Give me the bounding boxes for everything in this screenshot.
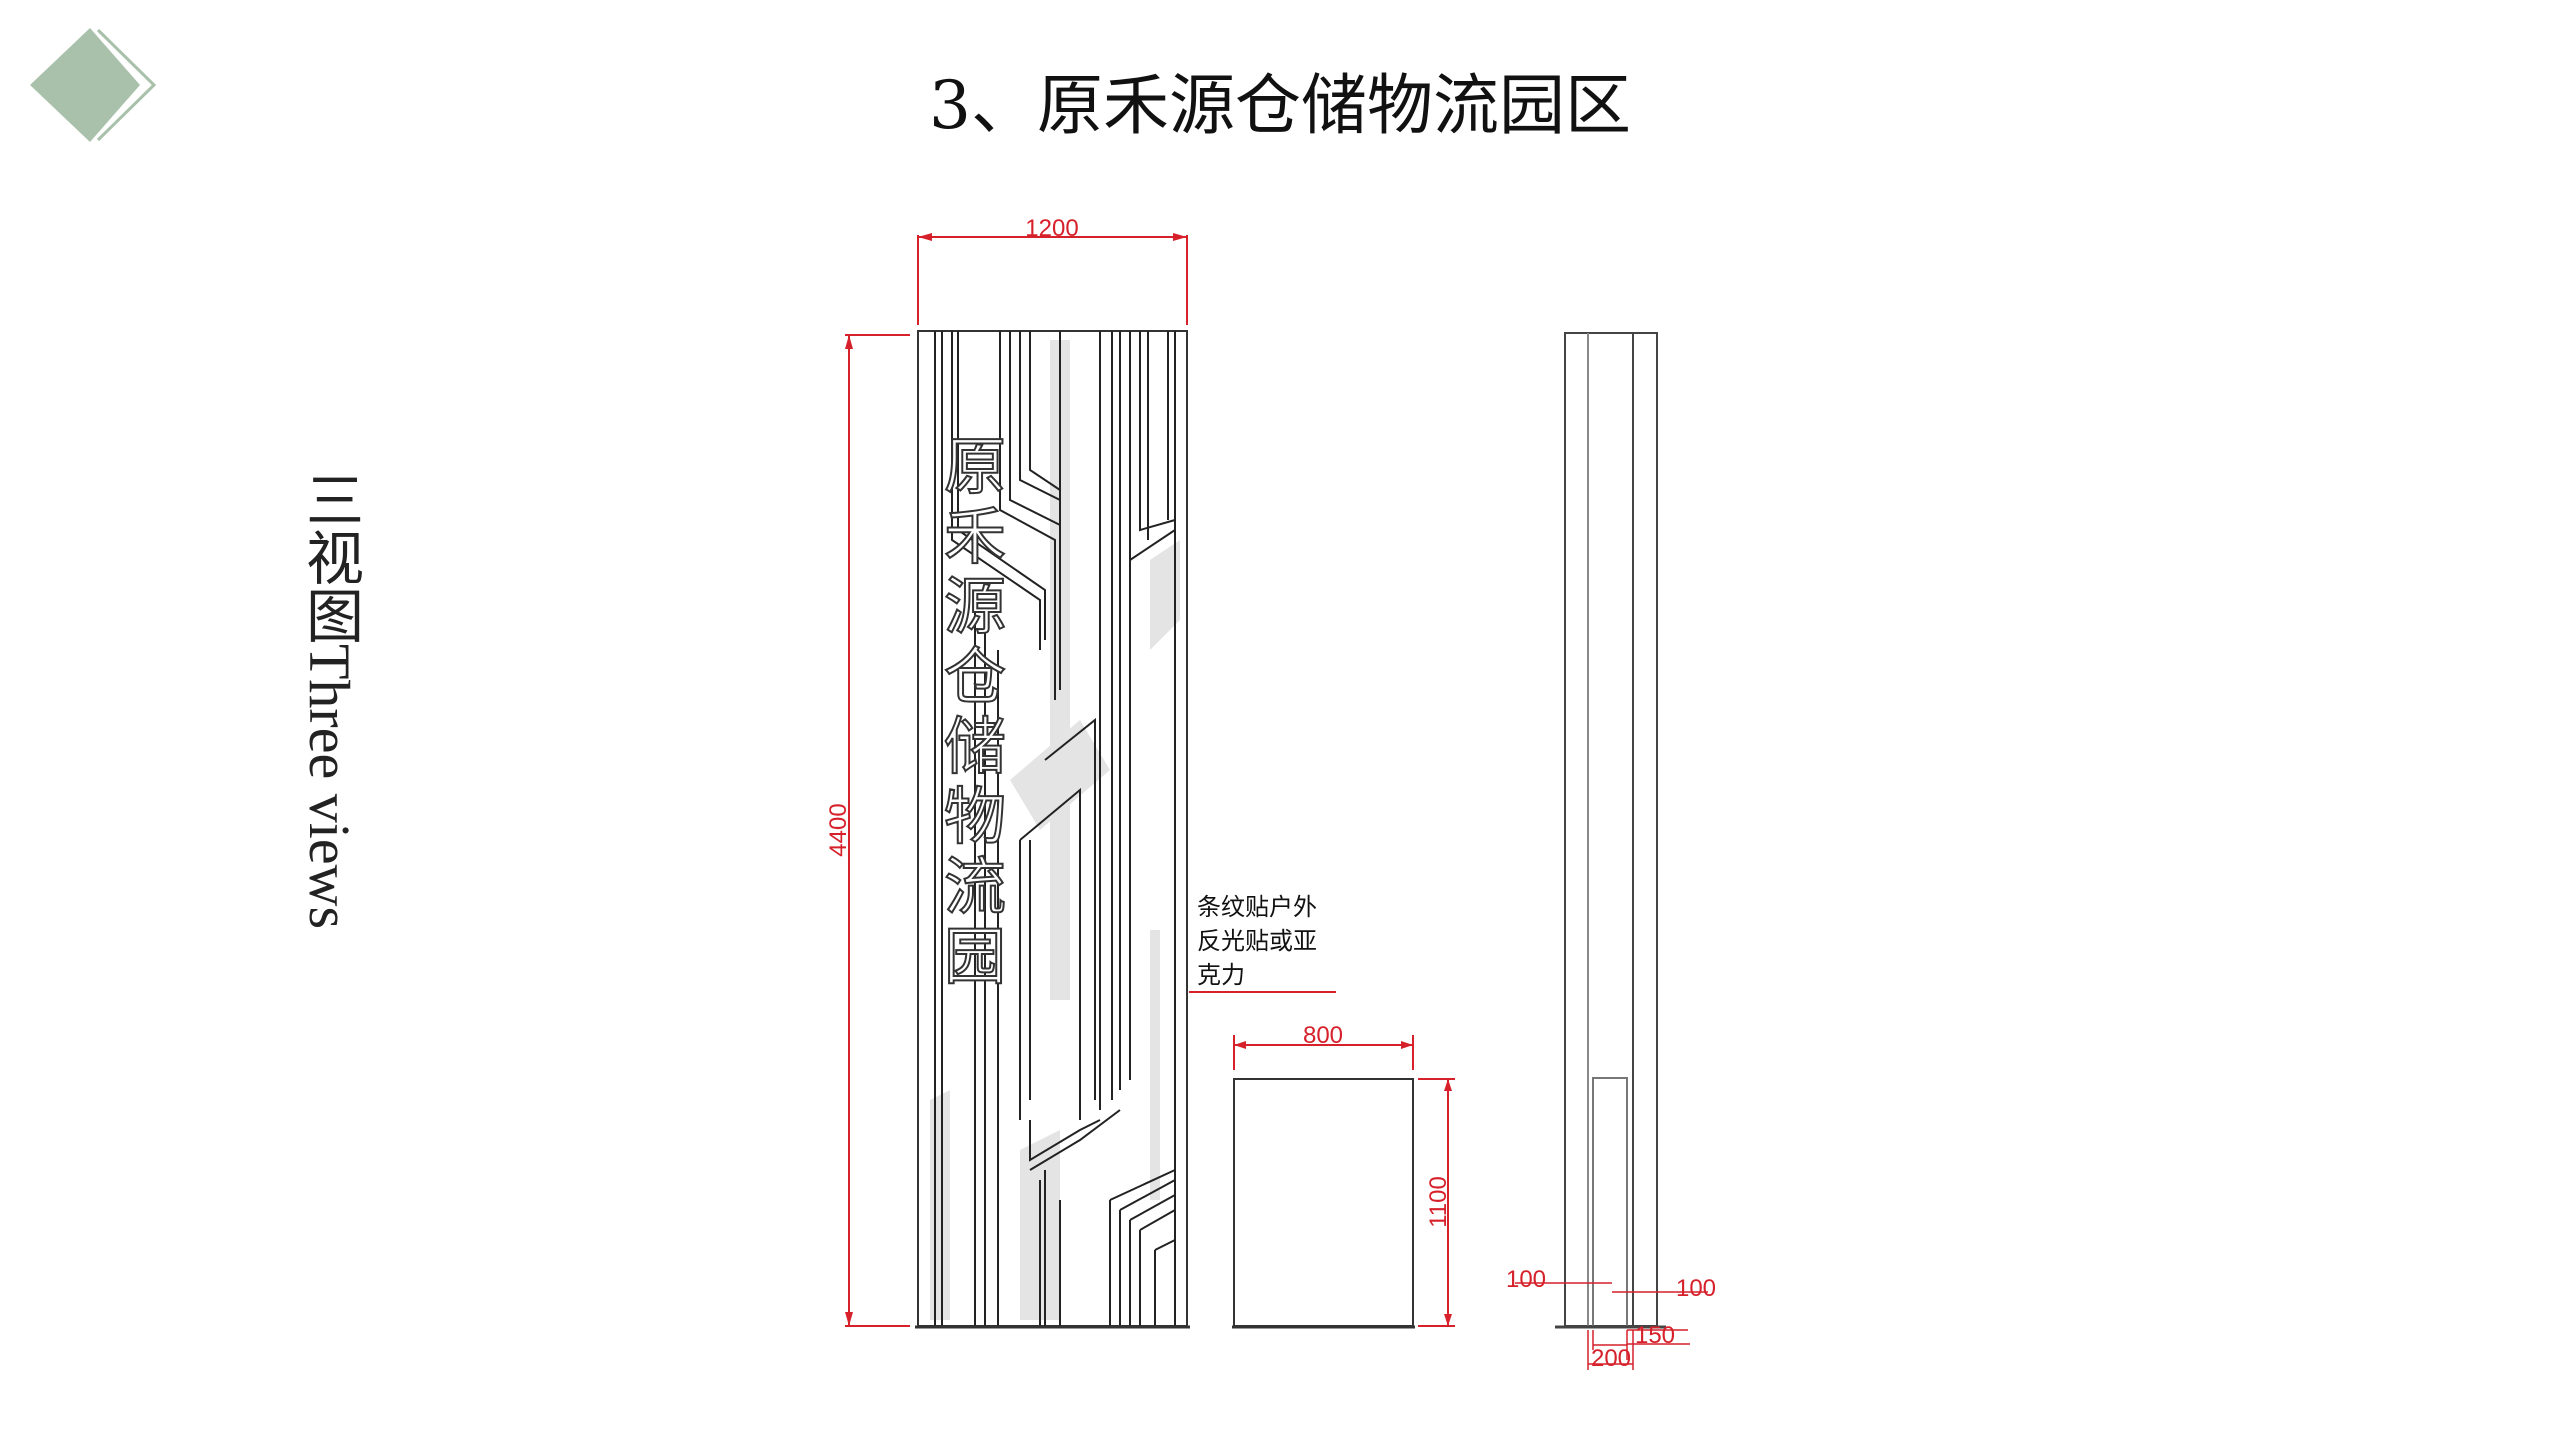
dim-height-1100: 1100	[1425, 1176, 1452, 1228]
material-note: 条纹贴户外 反光贴或亚 克力	[1189, 893, 1336, 993]
dim-side-100-right: 100	[1676, 1275, 1716, 1302]
dim-side-200: 200	[1591, 1345, 1631, 1372]
svg-text:禾: 禾	[944, 500, 1006, 573]
svg-text:克力: 克力	[1197, 961, 1245, 989]
svg-text:储: 储	[944, 710, 1006, 783]
dim-width-1200: 1200	[1025, 215, 1078, 242]
svg-text:源: 源	[944, 570, 1006, 643]
svg-text:流: 流	[944, 850, 1006, 923]
svg-text:反光贴或亚: 反光贴或亚	[1197, 927, 1317, 955]
dim-side-100-left: 100	[1506, 1266, 1546, 1293]
side-title-three-views: 三视图Three views	[297, 470, 362, 930]
svg-text:原: 原	[944, 430, 1006, 503]
dim-height-4400: 4400	[825, 803, 852, 856]
svg-text:园: 园	[944, 920, 1006, 993]
dim-side-150: 150	[1635, 1322, 1675, 1349]
side-view: 100 100 150 200	[1506, 332, 1716, 1372]
dim-width-800: 800	[1303, 1022, 1343, 1049]
front-view: 原 禾 源 仓 储 物 流 园 1200 4400	[825, 215, 1190, 1329]
svg-text:条纹贴户外: 条纹贴户外	[1197, 893, 1317, 921]
logo-diamond-icon	[30, 28, 157, 142]
slide-title: 3、原禾源仓储物流园区	[929, 67, 1631, 144]
svg-text:仓: 仓	[944, 640, 1006, 713]
svg-text:物: 物	[944, 780, 1006, 853]
sign-vertical-text: 原 禾 源 仓 储 物 流 园	[943, 429, 1007, 994]
base-view: 800 1100	[1232, 1022, 1455, 1329]
